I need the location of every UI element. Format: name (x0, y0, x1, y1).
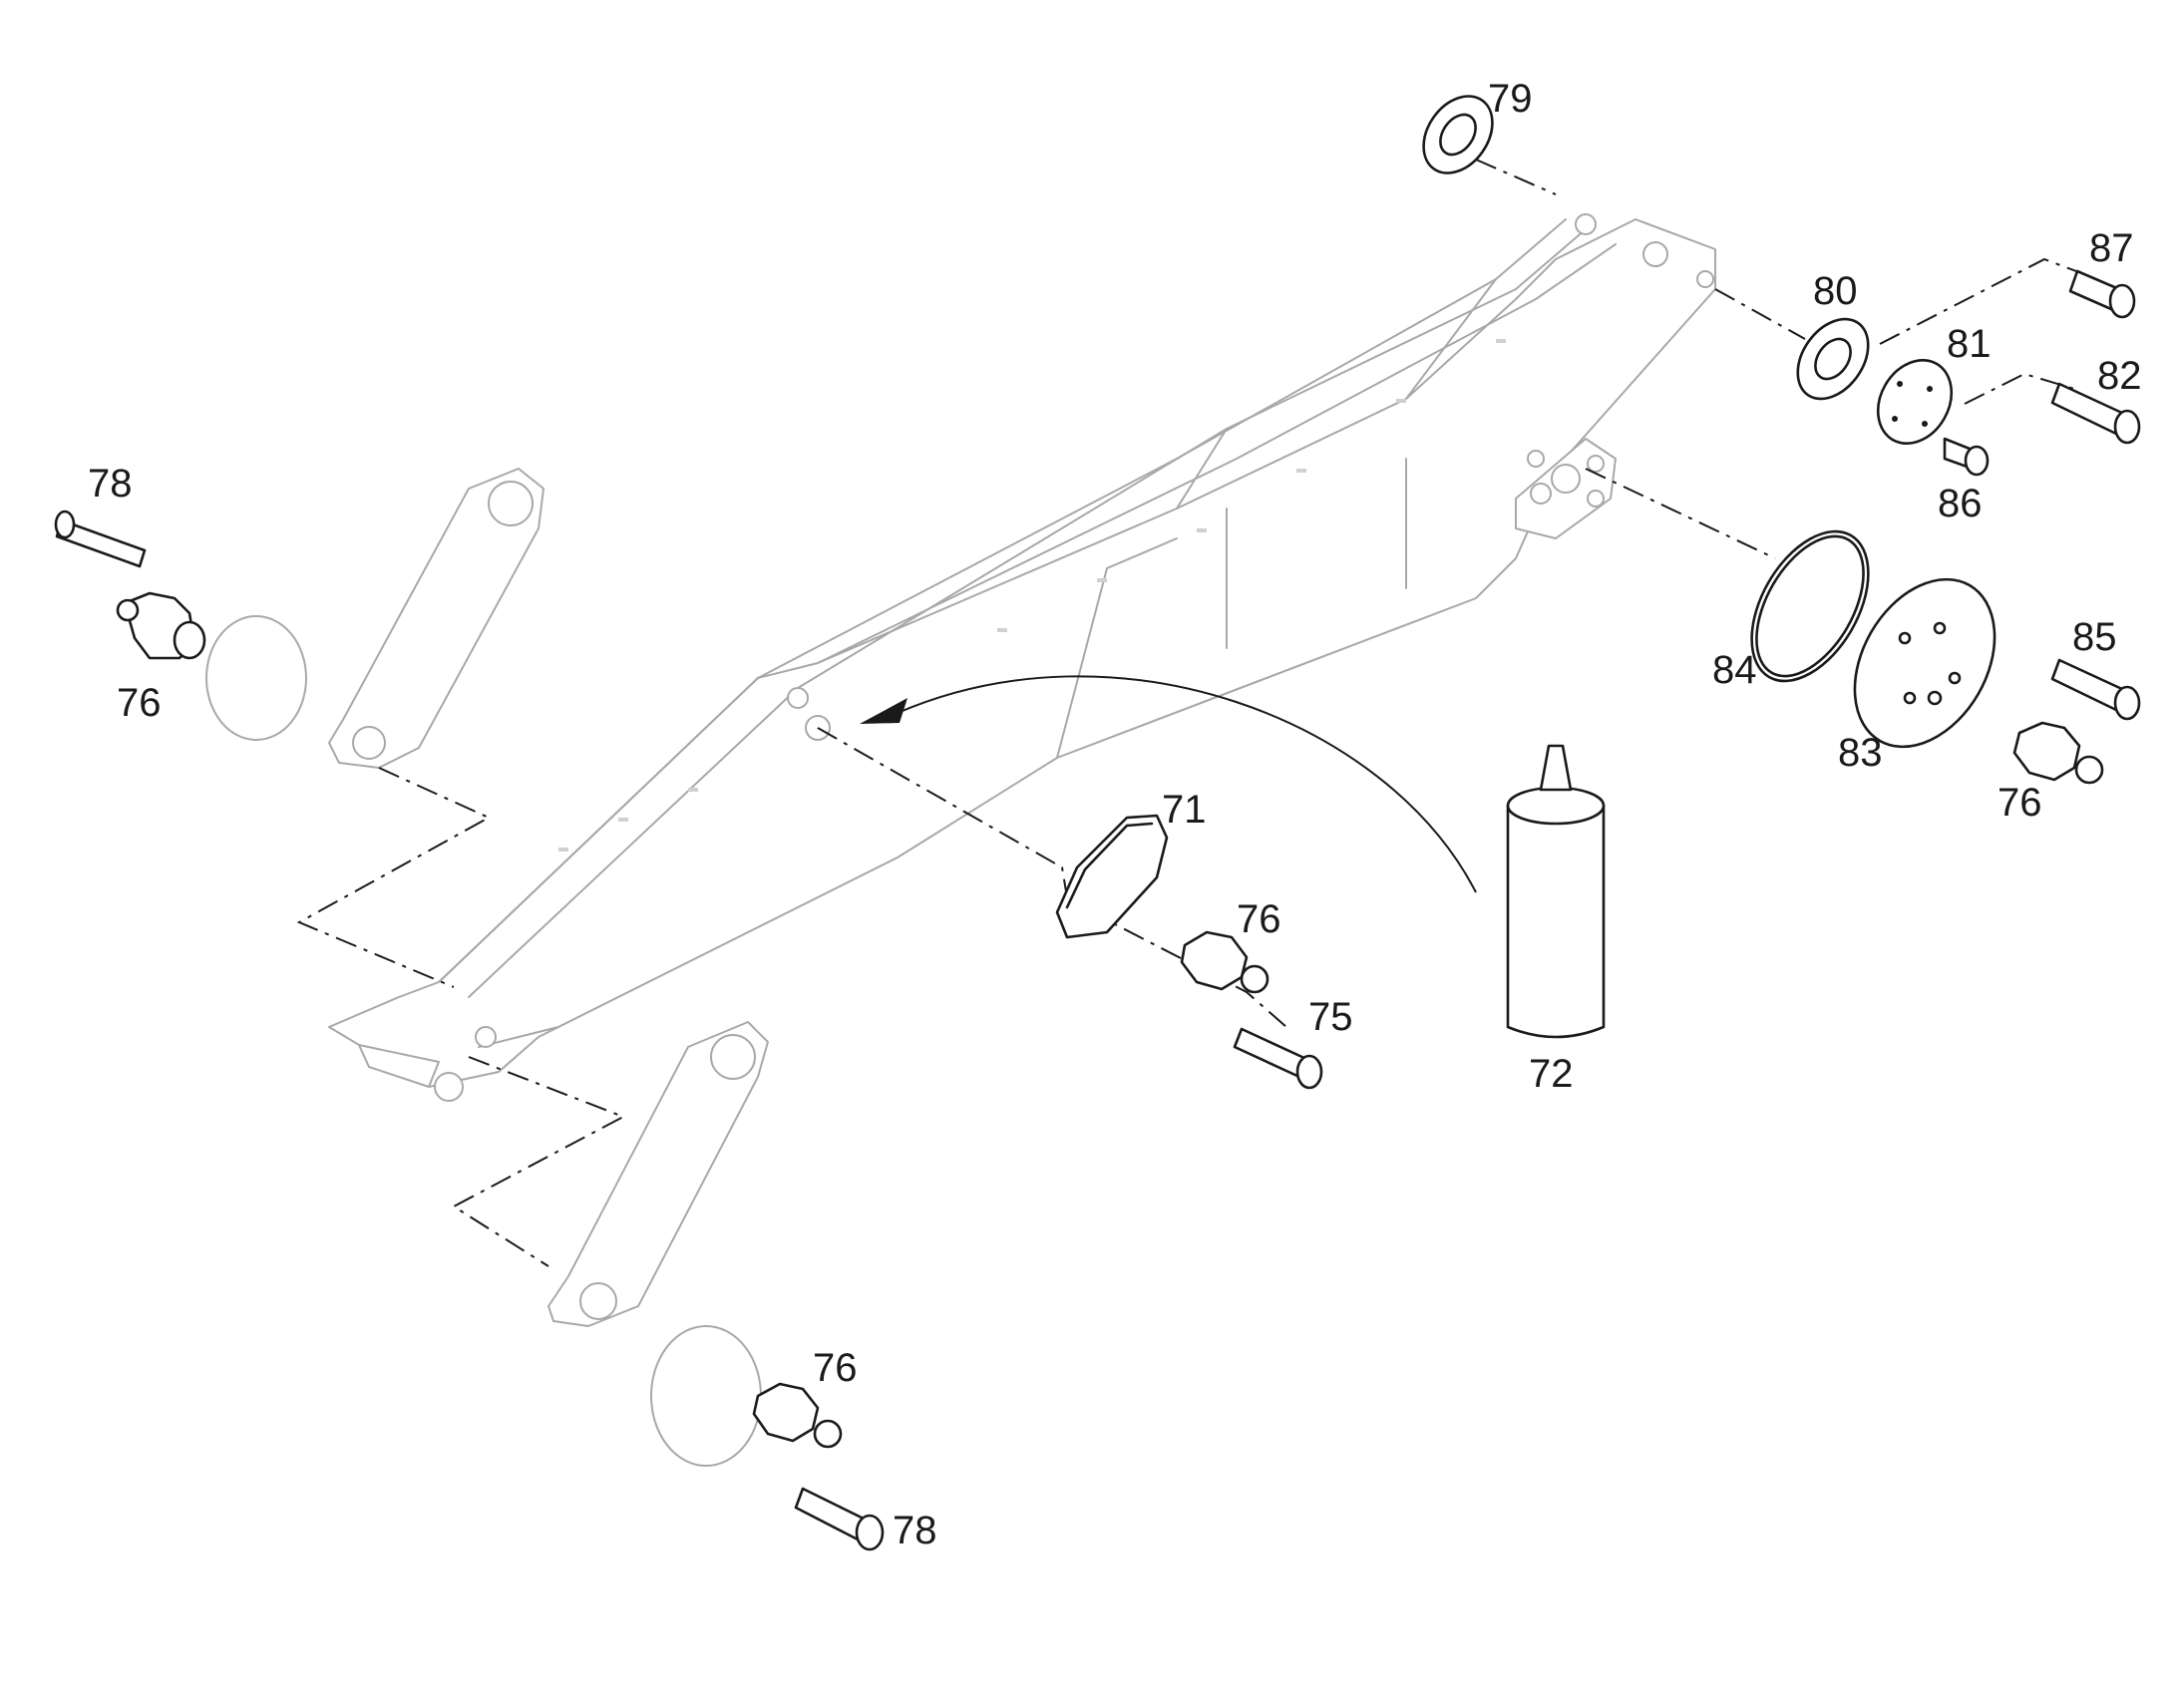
part-72-grease-cartridge (1506, 744, 1606, 1039)
part-76-grease-nipple-right (2012, 721, 2104, 785)
callout-76: 76 (117, 681, 162, 725)
part-76-grease-nipple-bottom (752, 1382, 843, 1449)
part-83-cover-plate (1853, 577, 1997, 749)
part-71-cover-plate (1055, 814, 1169, 939)
callout-79: 79 (1488, 77, 1533, 121)
callout-80: 80 (1813, 269, 1858, 313)
grease-arrow (860, 675, 1477, 893)
part-87-bolt (2068, 269, 2136, 319)
part-76-grease-nipple-left (116, 591, 206, 660)
callout-81: 81 (1947, 322, 1992, 366)
part-78-bolt-top-left (54, 510, 147, 568)
callout-76: 76 (1237, 897, 1281, 941)
part-85-bolt (2050, 658, 2141, 721)
part-81-shim-plate (1876, 358, 1954, 446)
part-82-bolt (2050, 382, 2141, 445)
callout-72: 72 (1529, 1052, 1574, 1096)
callout-78: 78 (893, 1509, 937, 1552)
callout-87: 87 (2089, 226, 2134, 270)
callout-85: 85 (2072, 615, 2117, 659)
part-84-o-ring (1750, 529, 1870, 683)
cover-plate-bottom (650, 1325, 762, 1467)
callout-76: 76 (1998, 781, 2042, 825)
part-79-lock-plate (1422, 95, 1494, 174)
boom-arm-assembly (328, 213, 1716, 1102)
lower-link (547, 1021, 769, 1327)
cover-plate-left (205, 615, 307, 741)
callout-84: 84 (1712, 648, 1757, 692)
part-75-bolt (1233, 1027, 1323, 1090)
callout-labels: 71 72 75 76 76 76 76 78 78 79 80 81 82 8… (88, 77, 2142, 1552)
part-76-grease-nipple-center (1180, 930, 1270, 994)
callout-76: 76 (813, 1346, 858, 1390)
callout-82: 82 (2097, 354, 2142, 398)
leader-lines (296, 159, 2085, 1267)
callout-83: 83 (1838, 731, 1883, 775)
callout-71: 71 (1162, 788, 1207, 832)
callout-86: 86 (1938, 482, 1983, 525)
part-86-screw (1943, 437, 1990, 477)
part-78-bolt-bottom (794, 1487, 885, 1551)
callout-78: 78 (88, 462, 133, 506)
upper-link (328, 468, 545, 769)
part-80-lock-plate (1796, 317, 1870, 401)
callout-75: 75 (1308, 995, 1353, 1039)
